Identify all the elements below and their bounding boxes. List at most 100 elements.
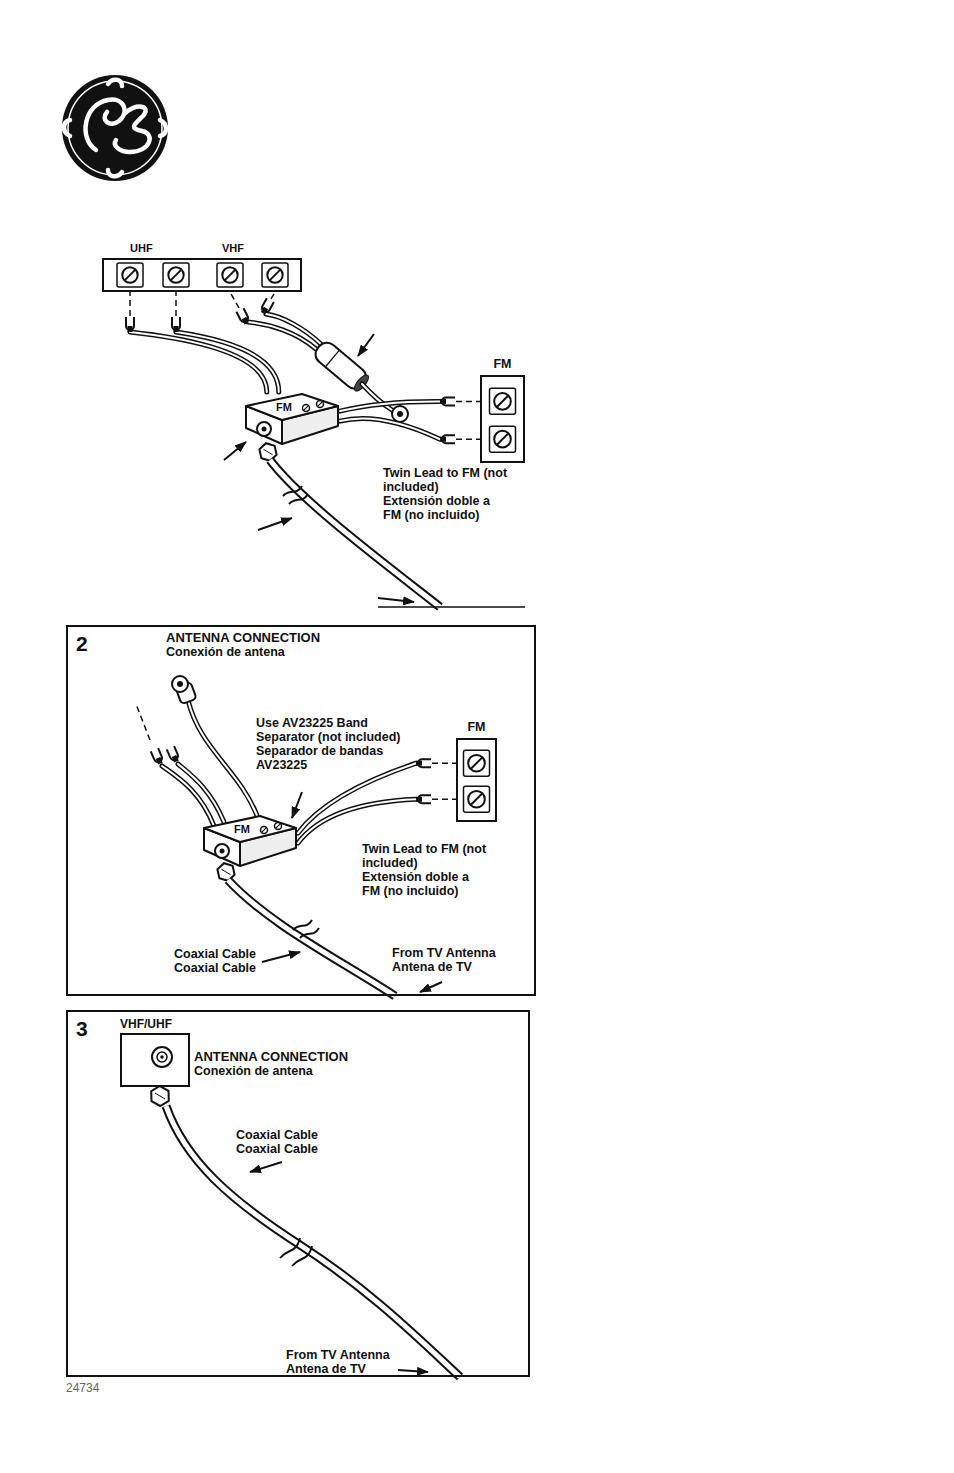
terminal-label: VHF/UHF	[120, 1018, 172, 1031]
part-name: Coaxial Cable	[236, 1128, 336, 1142]
wire-core	[248, 322, 316, 349]
label-group: Coaxial CableCoaxial Cable	[236, 1128, 336, 1156]
spade-lug	[126, 317, 134, 330]
screw-slot	[318, 402, 323, 407]
wire-core	[176, 332, 279, 392]
twin-lead	[340, 397, 480, 443]
terminal-plate	[464, 750, 490, 776]
coax-pin	[177, 681, 183, 687]
terminal-label: VHF	[222, 242, 244, 254]
screw-slot	[270, 270, 281, 281]
spade-lug	[418, 795, 431, 803]
logo-script	[160, 120, 166, 136]
terminal-label: UHF	[130, 242, 153, 254]
pointer-arrow	[420, 982, 442, 992]
terminal-screw	[317, 401, 324, 408]
spade-lug	[442, 435, 455, 443]
coax-pin	[220, 849, 225, 854]
terminal-plate	[490, 426, 516, 452]
logo-script	[64, 120, 70, 136]
pointer-arrow	[358, 334, 374, 356]
coax-jack-inner	[157, 1052, 167, 1062]
logo-script	[108, 170, 122, 176]
sep-outline	[244, 392, 340, 448]
wire-outline	[340, 418, 440, 439]
wire-outline	[298, 799, 416, 843]
illustration-group	[62, 75, 525, 1377]
wire-core	[130, 332, 267, 392]
terminal-screw	[494, 393, 511, 410]
section-rule	[378, 606, 525, 608]
part-name: Antena de TV	[286, 1362, 416, 1376]
nut-facet	[222, 869, 231, 874]
dashed-leader	[432, 799, 456, 801]
band-separator: FM	[202, 814, 298, 870]
fm-terminal: FM	[480, 375, 525, 463]
label-group: From TV AntennaAntena de TV	[286, 1348, 416, 1376]
coax-pin	[397, 411, 403, 417]
spade-lug	[172, 317, 180, 330]
step-heading: ANTENNA CONNECTION	[166, 631, 426, 645]
dashed-leader	[230, 292, 239, 308]
dashed-leader	[271, 292, 275, 299]
terminal-plate	[262, 263, 288, 287]
step-number: 2	[76, 632, 88, 655]
wire-core	[340, 401, 440, 411]
screw-slot	[471, 757, 483, 769]
pointer-arrow	[258, 518, 292, 530]
dashed-leader	[175, 292, 177, 316]
pointer-arrow	[398, 1370, 428, 1372]
spade-lug	[262, 298, 274, 312]
step-panel: 2FMFM	[66, 625, 536, 996]
spade-lug	[418, 759, 431, 767]
screw-slot	[262, 828, 267, 833]
part-name: Coaxial Cable	[236, 1142, 336, 1156]
coax-pin	[262, 427, 267, 432]
wire-outline	[248, 322, 316, 349]
spade-lug	[442, 397, 455, 405]
terminal-screw	[275, 823, 282, 830]
screw-slot	[276, 824, 281, 829]
nut-facet	[264, 449, 273, 454]
terminal-screw	[468, 755, 485, 772]
part-name: Coaxial Cable	[174, 961, 274, 975]
pointer-arrow	[378, 598, 414, 602]
terminal-screw	[222, 267, 237, 282]
label-group: From TV AntennaAntena de TV	[392, 946, 517, 974]
terminal-label: FM	[234, 823, 250, 835]
coax-outline	[122, 1035, 188, 1085]
part-name: From TV Antenna	[286, 1348, 416, 1362]
note-text: Extensión doble a FM (no incluido)	[362, 870, 487, 898]
wire-core	[340, 418, 440, 439]
hex-nut	[151, 1086, 169, 1106]
screw-slot	[304, 406, 309, 411]
coax-pin	[160, 1055, 164, 1059]
separator-top	[204, 816, 296, 842]
nut-facet	[155, 1093, 165, 1099]
twin-lead	[126, 292, 279, 392]
logo-ring	[68, 81, 162, 175]
logo-disc	[62, 75, 168, 181]
fm-outline	[458, 740, 495, 820]
terminal-plate	[163, 263, 189, 287]
terminal-plate	[464, 786, 490, 812]
screw-slot	[171, 270, 182, 281]
label-group: Use AV23225 Band Separator (not included…	[256, 716, 406, 772]
dashed-leader	[432, 762, 456, 764]
terminal-plate	[117, 263, 143, 287]
balun-band	[325, 350, 339, 367]
part-name: From TV Antenna	[392, 946, 517, 960]
twin-lead	[298, 759, 456, 843]
dashed-leader	[456, 438, 480, 440]
break-mark	[289, 494, 308, 504]
terminal-screw	[303, 405, 310, 412]
break-mark	[292, 1246, 312, 1266]
part-name: Antena de TV	[392, 960, 517, 974]
wire-core	[266, 314, 322, 345]
break-mark	[280, 1238, 300, 1258]
wire-outline	[176, 332, 279, 392]
spade-lug	[167, 746, 178, 760]
document-code: 24734	[66, 1381, 146, 1395]
